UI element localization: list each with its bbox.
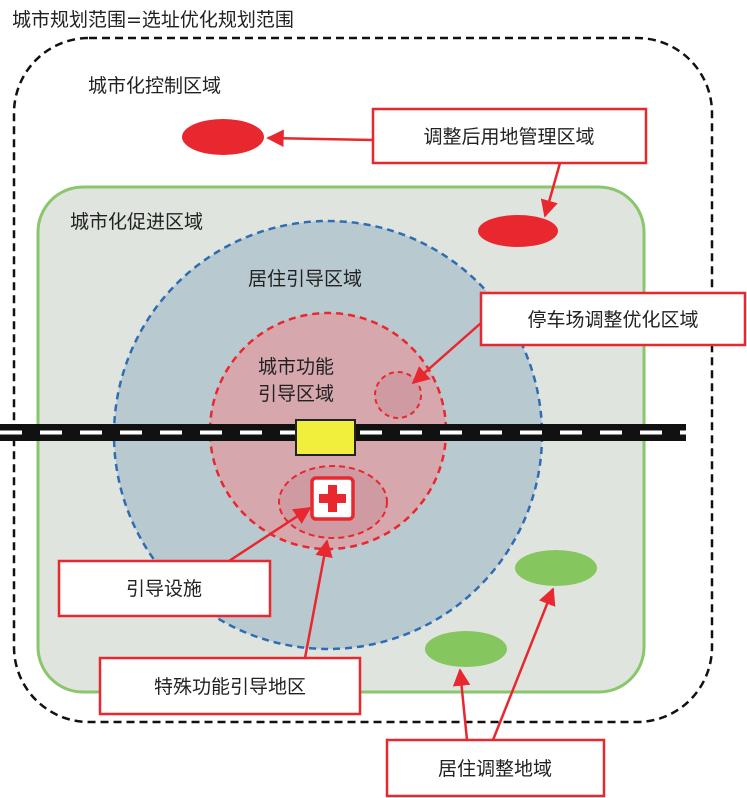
arrow-to-special-function xyxy=(303,539,333,659)
callout-guidance-facility: 引导设施 xyxy=(57,559,272,618)
callout-parking-optimization: 停车场调整优化区域 xyxy=(479,291,747,347)
callout-parking-optimization-text: 停车场调整优化区域 xyxy=(527,309,698,331)
parking-optimization-zone xyxy=(374,371,422,419)
callout-special-function-text: 特殊功能引导地区 xyxy=(154,676,306,698)
callout-guidance-facility-text: 引导设施 xyxy=(126,578,202,600)
arrow-to-facility xyxy=(228,506,312,563)
callout-special-function: 特殊功能引导地区 xyxy=(98,656,362,716)
medical-cross-icon xyxy=(310,476,355,521)
urbanization-promotion-label: 城市化促进区域 xyxy=(70,211,203,233)
station-rect xyxy=(295,419,356,456)
urbanization-control-label: 城市化控制区域 xyxy=(88,75,221,97)
arrow-to-blob-2 xyxy=(540,162,562,218)
residential-adjustment-blob-2 xyxy=(425,631,507,667)
urban-function-label-line2: 引导区域 xyxy=(258,383,334,405)
arrow-to-green-blob-1 xyxy=(491,587,556,741)
residential-guidance-label: 居住引导区域 xyxy=(248,268,362,290)
adjusted-land-use-blob-2 xyxy=(478,215,558,247)
callout-residential-adjustment: 居住调整地域 xyxy=(385,738,606,798)
residential-adjustment-blob-1 xyxy=(515,550,597,586)
arrow-to-blob-1 xyxy=(266,129,374,148)
arrow-to-green-blob-2 xyxy=(452,668,471,741)
callout-residential-adjustment-text: 居住调整地域 xyxy=(438,758,552,780)
callout-adjusted-land-use-text: 调整后用地管理区域 xyxy=(423,126,594,148)
arrow-to-parking xyxy=(411,322,482,385)
adjusted-land-use-blob-1 xyxy=(182,119,264,155)
urban-function-label-line1: 城市功能 xyxy=(258,356,334,378)
callout-adjusted-land-use: 调整后用地管理区域 xyxy=(371,107,648,165)
callout-arrows xyxy=(228,129,562,741)
diagram-title: 城市规划范围=选址优化规划范围 xyxy=(12,9,294,31)
